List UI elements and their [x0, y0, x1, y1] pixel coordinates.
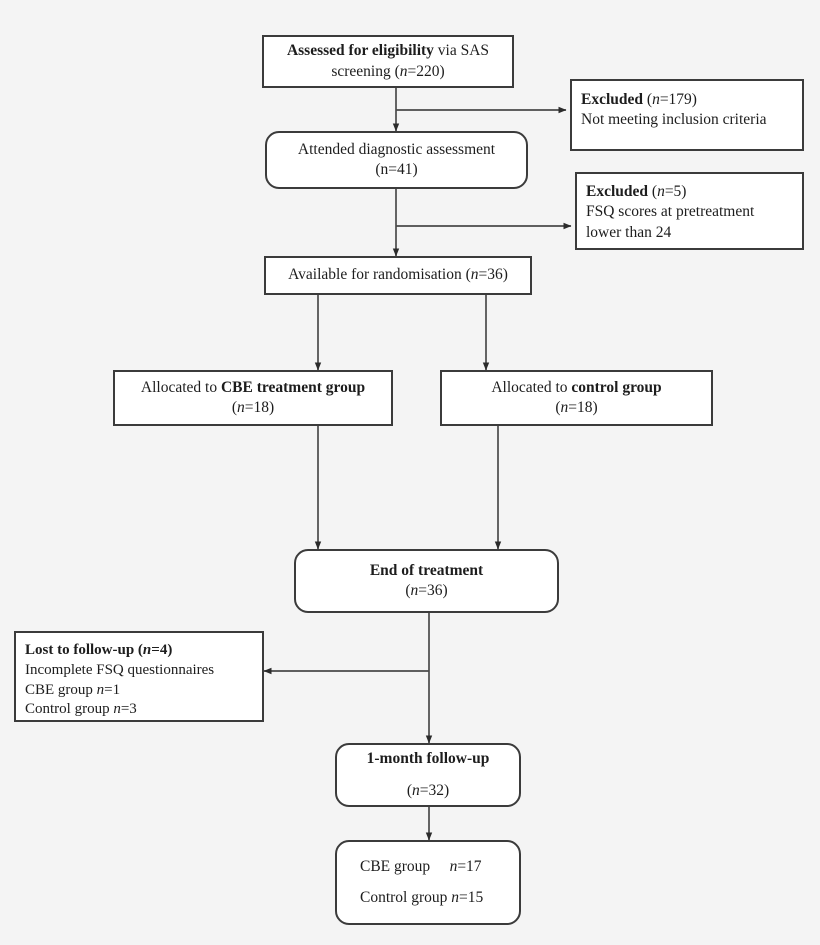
end-of-treatment-bold-label: End of treatment [369, 562, 484, 579]
final-counts-control-n-italic: n [451, 889, 460, 906]
followup-line-2: (n=32) [337, 781, 519, 801]
final-counts-cbe-label: CBE group [360, 857, 431, 875]
node-lost-to-follow-up: Lost to follow-up (n=4) Incomplete FSQ q… [14, 631, 264, 722]
lost-followup-control-count: =3 [120, 701, 137, 718]
end-of-treatment-line-1: End of treatment [296, 561, 557, 581]
alloc-cbe-paren: ( [231, 399, 237, 416]
alloc-control-line-1: Allocated to control group [442, 378, 711, 398]
excluded-1-count: =179) [659, 91, 697, 108]
node-final-group-counts: CBE group n=17 Control group n=15 [335, 840, 521, 925]
lost-followup-control-label: Control group [25, 701, 114, 718]
final-counts-cbe-count: =17 [457, 857, 482, 875]
excluded-1-line-2: Not meeting inclusion criteria [581, 111, 767, 129]
assessed-line-1: Assessed for eligibility via SAS [264, 41, 512, 61]
lost-followup-bold-group: Lost to follow-up (n=4) [25, 642, 172, 658]
excluded-2-line-3: lower than 24 [586, 223, 672, 241]
alloc-cbe-line-2: (n=18) [115, 398, 391, 418]
final-counts-cbe-n-italic: n [449, 857, 458, 875]
final-counts-line-2: Control group n=15 [346, 888, 483, 908]
final-counts-control-count: =15 [459, 889, 484, 906]
lost-followup-line-3: CBE group n=1 [25, 681, 120, 701]
end-of-treatment-line-2: (n=36) [296, 581, 557, 601]
assessed-line-1-rest: via SAS [433, 42, 490, 60]
excluded-2-line-1: Excluded (n=5) [586, 182, 686, 202]
assessed-line-2-post: =220) [407, 62, 445, 80]
end-of-treatment-paren: ( [405, 582, 411, 600]
lost-followup-control-n-italic: n [113, 701, 121, 718]
node-excluded-low-fsq: Excluded (n=5) FSQ scores at pretreatmen… [575, 172, 804, 250]
assessed-bold-label: Assessed for eligibility [286, 42, 434, 60]
node-assessed-for-eligibility: Assessed for eligibility via SAS screeni… [262, 35, 514, 88]
randomisation-count: =36) [478, 266, 508, 284]
final-counts-spacer [430, 858, 449, 875]
assessed-n-italic: n [399, 62, 408, 80]
excluded-2-count: =5) [664, 183, 687, 200]
node-attended-diagnostic-assessment: Attended diagnostic assessment (n=41) [265, 131, 528, 189]
assessed-line-2: screening (n=220) [264, 62, 512, 82]
lost-followup-count: =4) [151, 642, 173, 658]
followup-paren: ( [406, 781, 412, 799]
end-of-treatment-count: =36) [418, 582, 448, 600]
lost-followup-line-2: Incomplete FSQ questionnaires [25, 661, 215, 678]
followup-n-italic: n [412, 781, 420, 799]
node-excluded-not-meeting-criteria: Excluded (n=179) Not meeting inclusion c… [570, 79, 804, 151]
followup-line-1: 1-month follow-up [337, 749, 519, 769]
node-allocated-control-group: Allocated to control group (n=18) [440, 370, 713, 426]
node-allocated-cbe-treatment-group: Allocated to CBE treatment group (n=18) [113, 370, 393, 426]
alloc-cbe-n-italic: n [237, 399, 245, 416]
attended-line-1: Attended diagnostic assessment [297, 140, 496, 158]
lost-followup-line-4: Control group n=3 [25, 700, 137, 720]
lost-followup-cbe-n-italic: n [96, 681, 105, 698]
excluded-1-bold-label: Excluded [581, 91, 644, 108]
end-of-treatment-n-italic: n [410, 582, 419, 600]
final-counts-control-label: Control group [360, 889, 452, 906]
excluded-2-bold-label: Excluded [586, 183, 649, 200]
lost-followup-line-1: Lost to follow-up (n=4) [25, 641, 172, 661]
alloc-cbe-line-1: Allocated to CBE treatment group [115, 378, 391, 398]
excluded-2-line-2: FSQ scores at pretreatment [586, 203, 755, 221]
excluded-1-paren: ( [643, 91, 653, 108]
alloc-control-paren: ( [555, 399, 561, 416]
lost-followup-cbe-count: =1 [104, 681, 121, 698]
excluded-1-n-italic: n [652, 91, 660, 108]
alloc-control-line-2: (n=18) [442, 398, 711, 418]
alloc-cbe-count: =18) [244, 399, 275, 416]
alloc-control-bold-label: control group [571, 378, 662, 396]
final-counts-line-1: CBE group n=17 [346, 857, 482, 877]
randomisation-text: Available for randomisation ( [288, 266, 471, 284]
lost-followup-label: Lost to follow-up ( [25, 642, 143, 658]
assessed-line-2-pre: screening ( [331, 62, 400, 80]
alloc-control-prefix: Allocated to [491, 378, 572, 396]
alloc-control-n-italic: n [560, 399, 569, 416]
attended-line-2: (n=41) [375, 161, 418, 178]
excluded-1-line-1: Excluded (n=179) [581, 90, 697, 110]
node-available-for-randomisation: Available for randomisation (n=36) [264, 256, 532, 295]
followup-bold-label: 1-month follow-up [366, 750, 490, 768]
alloc-cbe-bold-label: CBE treatment group [220, 378, 366, 396]
randomisation-n-italic: n [470, 266, 479, 284]
followup-count: =32) [419, 781, 450, 799]
node-one-month-follow-up: 1-month follow-up (n=32) [335, 743, 521, 807]
excluded-2-paren: ( [648, 183, 658, 200]
excluded-2-n-italic: n [657, 183, 665, 200]
lost-followup-cbe-label: CBE group [25, 681, 97, 698]
randomisation-line-1: Available for randomisation (n=36) [266, 265, 530, 285]
alloc-cbe-prefix: Allocated to [140, 378, 221, 396]
node-end-of-treatment: End of treatment (n=36) [294, 549, 559, 613]
lost-followup-n-italic: n [142, 642, 152, 658]
alloc-control-count: =18) [568, 399, 598, 416]
